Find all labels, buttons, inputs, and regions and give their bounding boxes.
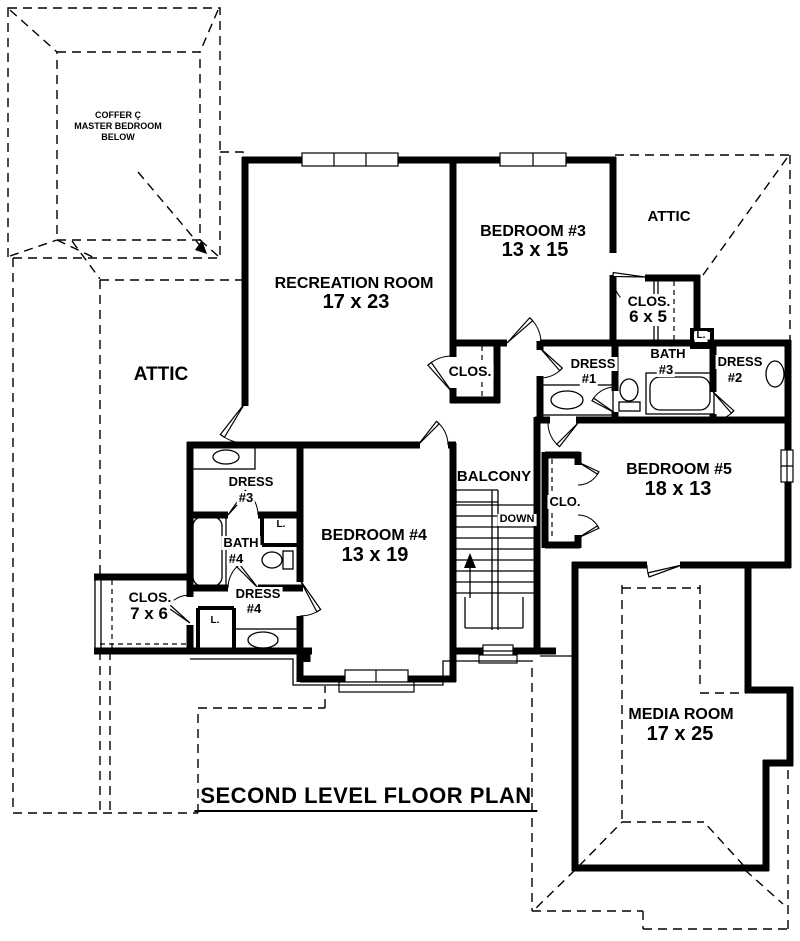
room-label-bath4-name: BATH	[221, 535, 261, 550]
dress4-vanity	[233, 628, 301, 652]
bath4-tub	[188, 512, 227, 591]
room-label-bath3-name: BATH	[648, 346, 688, 361]
room-label-bedroom3-dims: 13 x 15	[501, 239, 569, 261]
room-label-bedroom4-dims: 13 x 19	[341, 544, 409, 566]
coffer-note-line1: COFFER Ç	[95, 110, 141, 120]
room-label-dress1-name: DRESS	[568, 356, 618, 371]
room-label-closet76-dims: 7 x 6	[128, 604, 170, 623]
room-label-bedroom5-closet: CLO.	[547, 494, 583, 509]
room-label-recreation-dims: 17 x 23	[322, 291, 390, 313]
windows	[301, 152, 794, 693]
linen-label-2: L.	[274, 519, 288, 531]
dress1-vanity	[541, 384, 614, 416]
dress1-sink	[550, 390, 584, 410]
dress3-sink	[212, 449, 240, 465]
room-label-media-dims: 17 x 25	[646, 723, 714, 745]
thin-lines	[94, 281, 659, 686]
room-label-dress4-num: #4	[244, 601, 264, 616]
room-label-dress3-name: DRESS	[226, 474, 276, 489]
room-label-closet65-dims: 6 x 5	[627, 307, 669, 326]
bath4-toilet	[261, 551, 283, 569]
bath4-toilet-tank	[282, 550, 294, 570]
room-label-closet65-name: CLOS.	[625, 293, 673, 309]
linen-closet-boxes	[196, 328, 714, 651]
stairs-down-label: DOWN	[497, 513, 537, 526]
room-label-closet76-name: CLOS.	[126, 589, 174, 605]
room-label-bedroom5-name: BEDROOM #5	[626, 461, 732, 478]
bath3-toilet	[619, 378, 639, 402]
fixtures	[188, 360, 785, 652]
bath3-tub-basin	[649, 376, 711, 411]
dress2-sink	[765, 360, 785, 388]
room-label-bedroom4-name: BEDROOM #4	[321, 527, 427, 544]
closet-shelf-dashes	[100, 281, 675, 648]
dress4-sink	[247, 631, 279, 649]
room-label-bath4-num: #4	[226, 551, 246, 566]
room-label-bedroom3-name: BEDROOM #3	[480, 223, 586, 240]
bath3-toilet-tank	[618, 401, 641, 412]
room-label-bedroom5-dims: 18 x 13	[644, 478, 712, 500]
room-label-dress3-num: #3	[236, 490, 256, 505]
dashed-roof-outlines	[7, 7, 791, 930]
attic-right-label: ATTIC	[647, 208, 691, 225]
bath4-tub-basin	[192, 516, 223, 587]
room-label-dress4-name: DRESS	[233, 586, 283, 601]
room-label-bath3-num: #3	[656, 362, 676, 377]
page-title: SECOND LEVEL FLOOR PLAN	[194, 784, 538, 813]
dress3-vanity	[191, 445, 256, 470]
attic-left-label: ATTIC	[133, 364, 189, 385]
room-label-dress2-name: DRESS	[715, 354, 765, 369]
linen-label-1: L.	[694, 330, 708, 342]
doors	[166, 271, 735, 624]
stairs-up-arrowhead	[464, 553, 476, 568]
room-label-dress1-num: #1	[579, 371, 599, 386]
room-label-recreation-name: RECREATION ROOM	[274, 275, 434, 292]
coffer-note-line3: BELOW	[101, 132, 135, 142]
room-label-hall-closet: CLOS.	[446, 363, 494, 379]
coffer-note-line2: MASTER BEDROOM	[74, 121, 162, 131]
roof-slope-arrowhead	[195, 240, 207, 254]
room-label-dress2-num: #2	[725, 370, 745, 385]
room-label-balcony: BALCONY	[456, 468, 532, 485]
walls	[94, 156, 794, 872]
bath3-tub	[645, 372, 715, 415]
linen-label-3: L.	[208, 615, 222, 627]
room-label-media-name: MEDIA ROOM	[628, 706, 734, 723]
